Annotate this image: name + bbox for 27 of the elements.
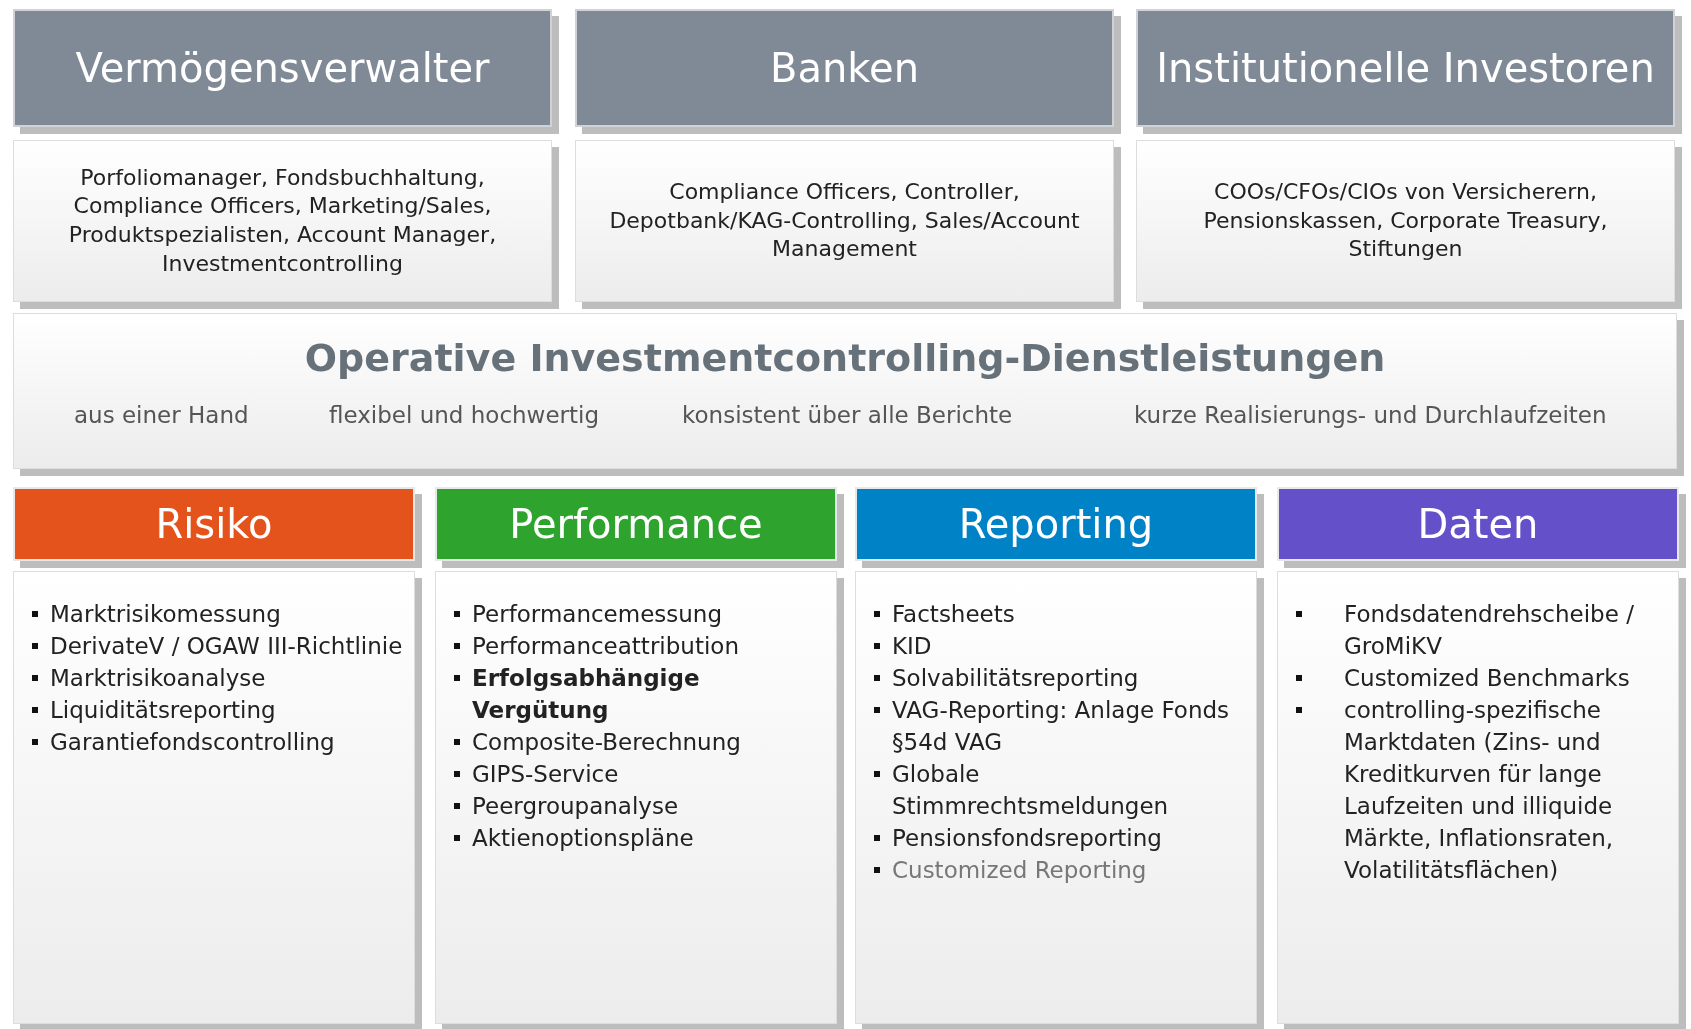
bullet-item: Peergroupanalyse [452, 790, 828, 822]
banner-feature: aus einer Hand [74, 402, 249, 428]
bullet-item: Pensionsfondsreporting [872, 822, 1248, 854]
bullet-item: Erfolgsabhängige Vergütung [452, 662, 828, 726]
banner-feature: konsistent über alle Berichte [682, 402, 1013, 428]
banner-feature: kurze Realisierungs- und Durchlaufzeiten [1134, 402, 1607, 428]
bullet-item: Factsheets [872, 598, 1248, 630]
bullet-item: Customized Reporting [872, 854, 1248, 886]
bullet-item: GIPS-Service [452, 758, 828, 790]
bullet-item: Performancemessung [452, 598, 828, 630]
bullet-item: DerivateV / OGAW III-Richtlinie [30, 630, 406, 662]
bullet-item: controlling-spezifische Marktdaten (Zins- und Kreditkurven für lange Laufzeiten und illiquide Märkte, Inflationsraten, Volatilitätsflächen) [1294, 694, 1670, 886]
bullet-item: Customized Benchmarks [1294, 662, 1670, 694]
bullet-item: Liquiditätsreporting [30, 694, 406, 726]
bullet-item: Marktrisikomessung [30, 598, 406, 630]
bullet-item: Fondsdatendrehscheibe / GroMiKV [1294, 598, 1670, 662]
bullet-item: KID [872, 630, 1248, 662]
bullet-item: Aktienoptionspläne [452, 822, 828, 854]
bullet-item: VAG-Reporting: Anlage Fonds §54d VAG [872, 694, 1248, 758]
banner-title: Operative Investmentcontrolling-Dienstleistungen [303, 336, 1387, 380]
bullet-item: Composite-Berechnung [452, 726, 828, 758]
bullet-item: Marktrisikoanalyse [30, 662, 406, 694]
bullet-item: Performanceattribution [452, 630, 828, 662]
bullet-item: Globale Stimmrechtsmeldungen [872, 758, 1248, 822]
banner-feature: flexibel und hochwertig [329, 402, 600, 428]
bullet-item: Solvabilitätsreporting [872, 662, 1248, 694]
bullet-item: Garantiefondscontrolling [30, 726, 406, 758]
